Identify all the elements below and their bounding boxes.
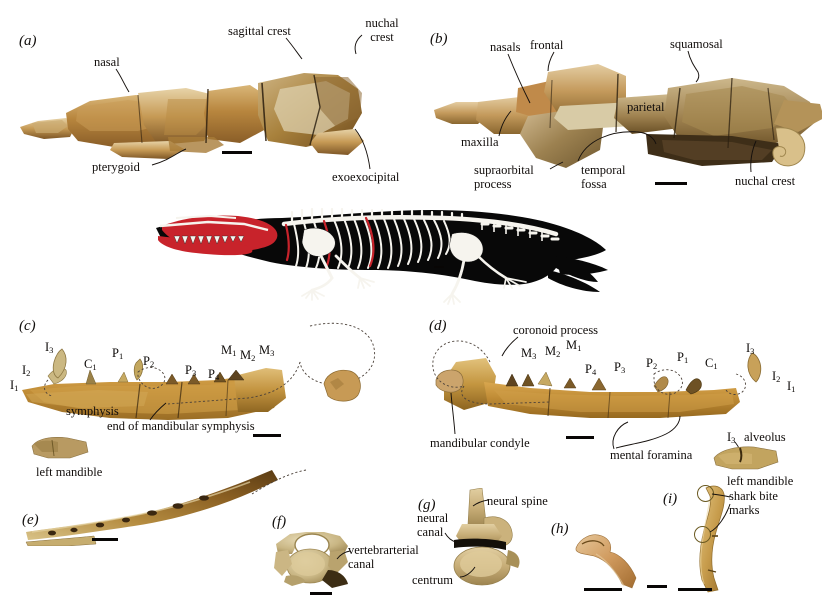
- panel-d-tooth-label-P1: P1: [677, 350, 689, 365]
- panel-c-scale-bar: [253, 434, 281, 437]
- panel-label-b: (b): [430, 31, 448, 47]
- skeletal-reconstruction: [156, 207, 608, 305]
- panel-b-label-frontal: frontal: [530, 38, 564, 52]
- panel-d-scale-bar: [566, 436, 594, 439]
- panel-a-skull-lateral: [20, 73, 364, 159]
- panel-b-scale-bar: [655, 182, 687, 185]
- panel-d-label-i3-alveolus: alveolus: [744, 430, 786, 444]
- panel-a-label-exoexocipital: exoexocipital: [332, 170, 400, 184]
- panel-label-h: (h): [551, 521, 569, 537]
- panel-label-c: (c): [19, 318, 36, 334]
- panel-d-label-coronoid-process: coronoid process: [513, 323, 599, 337]
- panel-a-scale-bar: [222, 151, 252, 154]
- panel-d-label-mental-foramina: mental foramina: [610, 448, 693, 462]
- panel-d-tooth-label-C1: C1: [705, 356, 718, 371]
- panel-a-label-pterygoid: pterygoid: [92, 160, 140, 174]
- panel-d-mandibular-condyle-fragment: [435, 369, 464, 393]
- panel-c-label-end-of-mandibular-symphysis: end of mandibular symphysis: [107, 419, 255, 433]
- panel-a-label-sagittal-crest: sagittal crest: [228, 24, 291, 38]
- panel-d-tooth-label-I1: I1: [787, 379, 796, 394]
- panel-d-tooth-label-M1: M1: [566, 338, 582, 353]
- panel-label-f: (f): [272, 514, 287, 530]
- panel-d-tooth-i3: [747, 352, 762, 383]
- panel-d-tooth-label-I3: I3: [746, 341, 755, 356]
- panel-c-tooth-label-I2: I2: [22, 363, 31, 378]
- panel-c-tooth-label-M2: M2: [240, 348, 256, 363]
- panel-a-label-nasal: nasal: [94, 55, 120, 69]
- panel-f-atlas-vertebra: [274, 532, 348, 588]
- panel-b-label-squamosal: squamosal: [670, 37, 723, 51]
- panel-d-tooth-label-I2: I2: [772, 369, 781, 384]
- panel-b-label-maxilla: maxilla: [461, 135, 499, 149]
- panel-d-tooth-label-P2: P2: [646, 356, 658, 371]
- panel-c-tooth-label-I1: I1: [10, 378, 19, 393]
- panel-b-label-nasals: nasals: [490, 40, 521, 54]
- panel-h-scale-bar: [584, 588, 622, 591]
- panel-e-mandible-lateral: [25, 470, 278, 546]
- panel-c-tooth-label-P2: P2: [143, 354, 155, 369]
- panel-d-leader-coronoid-process: [501, 336, 519, 357]
- panel-b-label-supraorbital-process: supraorbital process: [474, 163, 534, 192]
- panel-g-label-neural-spine: neural spine: [487, 494, 548, 508]
- panel-i-bite-mark-circle-2: [694, 526, 711, 543]
- panel-f-scale-bar: [310, 592, 332, 595]
- panel-d-label-mandibular-condyle: mandibular condyle: [430, 436, 530, 450]
- panel-label-e: (e): [22, 512, 39, 528]
- panel-e-scale-bar: [92, 538, 118, 541]
- panel-c-tooth-label-I3: I3: [45, 340, 54, 355]
- panel-d-left-mandible-fragment: [713, 446, 779, 470]
- panel-d-tooth-label-P4: P4: [585, 362, 597, 377]
- panel-c-label-symphysis: symphysis: [66, 404, 119, 418]
- panel-c-tooth-label-M3: M3: [259, 343, 275, 358]
- panel-g-label-centrum: centrum: [412, 573, 453, 587]
- panel-c-label-left-mandible: left mandible: [36, 465, 103, 479]
- panel-i-scale-bar: [678, 588, 712, 591]
- panel-label-g: (g): [418, 497, 436, 513]
- panel-c-tooth-label-M1: M1: [221, 343, 237, 358]
- panel-c-tooth-label-C1: C1: [84, 357, 97, 372]
- panel-g-scale-bar: [647, 585, 667, 588]
- panel-b-label-parietal: parietal: [627, 100, 665, 114]
- panel-f-label-vertebrarterial-canal: vertebrarterial canal: [348, 543, 419, 572]
- panel-label-d: (d): [429, 318, 447, 334]
- panel-c-tooth-i3: [52, 348, 67, 379]
- panel-g-label-neural-canal: neural canal: [417, 511, 449, 540]
- panel-c-tooth-label-P1: P1: [112, 346, 124, 361]
- panel-i-label-shark-bite-marks: shark bite marks: [729, 489, 778, 518]
- panel-c-left-mandible-fragment: [31, 436, 89, 459]
- panel-label-i: (i): [663, 491, 678, 507]
- panel-c-tooth-label-P4: P4: [208, 367, 220, 382]
- panel-c-posterior-fragment: [323, 369, 361, 402]
- panel-b-skull-dorsal: [434, 64, 822, 168]
- panel-d-tooth-label-I3-alveolus: I3: [727, 430, 736, 445]
- panel-b-label-nuchal-crest: nuchal crest: [735, 174, 796, 188]
- panel-b-label-temporal-fossa: temporal fossa: [581, 163, 626, 192]
- panel-i-bite-mark-circle-1: [697, 485, 714, 502]
- skeleton-scale-bar: [434, 266, 444, 269]
- panel-d-tooth-label-M3: M3: [521, 346, 537, 361]
- panel-d-tooth-label-M2: M2: [545, 344, 561, 359]
- panel-label-a: (a): [19, 33, 37, 49]
- panel-d-tooth-label-P3: P3: [614, 360, 626, 375]
- panel-d-label-left-mandible: left mandible: [727, 474, 794, 488]
- panel-c-tooth-label-P3: P3: [185, 363, 197, 378]
- panel-h-rib-fragment: [575, 534, 637, 589]
- panel-a-label-nuchal-crest: nuchal crest: [365, 16, 399, 44]
